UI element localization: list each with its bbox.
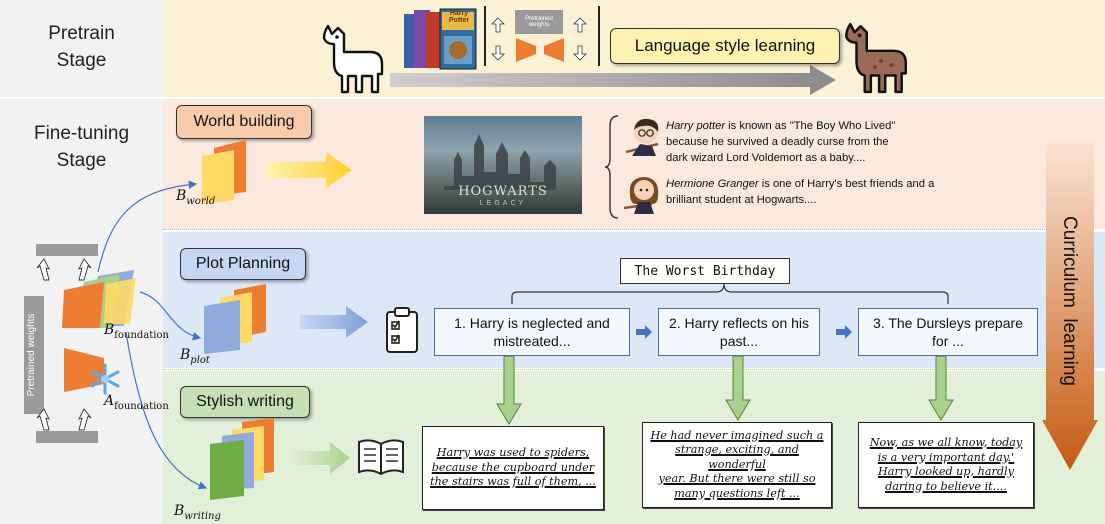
pretrained-weights-box: [24, 296, 44, 414]
hogwarts-image: HOGWARTS LEGACY: [424, 116, 582, 214]
b-writing-matrix: [210, 418, 274, 500]
plot-step-1: 1. Harry is neglected and mistreated...: [434, 308, 630, 356]
character-bracket: [604, 115, 619, 219]
world-building-tag: World building: [176, 105, 312, 139]
band-divider: [163, 369, 1063, 370]
plot-to-writing-arrow: [725, 356, 751, 421]
step-arrow-icon: [636, 325, 652, 339]
step-arrow-icon: [836, 325, 852, 339]
curriculum-learning-label: Curriculum learning: [1059, 215, 1080, 386]
plot-step-3: 3. The Dursleys prepare for ...: [858, 308, 1038, 356]
checklist-clipboard-icon: [386, 307, 418, 353]
writing-passage-1: Harry was used to spiders, because the c…: [422, 426, 604, 510]
hermione-avatar-icon: [623, 177, 659, 214]
harry-description-text: is known as "The Boy Who Lived" because …: [666, 120, 896, 164]
plot-to-writing-arrow: [928, 356, 954, 421]
small-arrow-icon: [573, 17, 587, 61]
plot-to-writing-arrow: [496, 356, 522, 425]
open-book-icon: [358, 439, 404, 476]
world-arrow: [266, 152, 352, 188]
plot-arrow: [300, 306, 368, 338]
plot-title-box: The Worst Birthday: [620, 258, 790, 284]
snowflake-icon: [90, 363, 120, 395]
white-alpaca-icon: [322, 24, 384, 94]
plot-step-2: 2. Harry reflects on his past...: [658, 308, 820, 356]
harry-avatar-icon: [625, 118, 659, 156]
b-world-matrix: [202, 140, 246, 204]
pretrain-progress-arrow: [390, 65, 836, 95]
books-title: Harry Potter: [448, 10, 470, 24]
a-foundation-matrix: [64, 348, 104, 392]
a-foundation-label: Afoundation: [104, 393, 169, 412]
hermione-name: Hermione Granger: [666, 178, 759, 190]
harry-name: Harry potter: [666, 120, 726, 132]
writing-arrow: [290, 442, 350, 474]
pretrain-stage-label: Pretrain Stage: [48, 23, 115, 71]
plot-planning-tag: Plot Planning: [180, 248, 306, 280]
up-arrows-icon: [36, 258, 92, 281]
castle-silhouette-icon: [444, 134, 556, 190]
stylish-writing-tag: Stylish writing: [180, 386, 310, 418]
pretrain-stage-column: [0, 0, 163, 97]
b-world-label: Bworld: [176, 188, 216, 207]
b-foundation-label: Bfoundation: [104, 322, 169, 341]
hogwarts-caption: HOGWARTS: [458, 184, 548, 199]
writing-passage-2: He had never imagined such a strange, ex…: [642, 422, 832, 508]
pretrained-weights-small-box: Pretrained weights: [515, 10, 563, 34]
hermione-description: Hermione Granger is one of Harry's best …: [666, 176, 986, 208]
b-writing-label: Bwriting: [174, 503, 221, 522]
b-plot-label: Bplot: [180, 347, 210, 366]
lora-adapter-icon: [516, 38, 564, 62]
curriculum-arrow: [1042, 140, 1098, 470]
up-arrows-icon: [36, 408, 92, 431]
harry-description: Harry potter is known as "The Boy Who Li…: [666, 118, 966, 166]
language-style-learning-tag: Language style learning: [610, 28, 840, 64]
pretrained-weights-bar-top: [36, 244, 98, 256]
hogwarts-caption-sub: LEGACY: [479, 200, 527, 207]
small-arrow-icon: [491, 17, 505, 61]
brown-alpaca-icon: [844, 22, 908, 94]
pretrained-weights-bar-bottom: [36, 431, 98, 443]
finetune-stage-label: Fine-tuning Stage: [33, 123, 130, 171]
writing-passage-3: Now, as we all know, today is a very imp…: [858, 422, 1034, 508]
hermione-description-text: is one of Harry's best friends and a bri…: [666, 178, 935, 206]
b-plot-matrix: [204, 284, 266, 354]
lora-schematic: [484, 6, 600, 66]
band-divider: [163, 229, 1063, 230]
plot-title-brace: [511, 283, 949, 304]
b-foundation-matrix: [62, 270, 136, 328]
harry-potter-books-icon: [404, 8, 477, 70]
